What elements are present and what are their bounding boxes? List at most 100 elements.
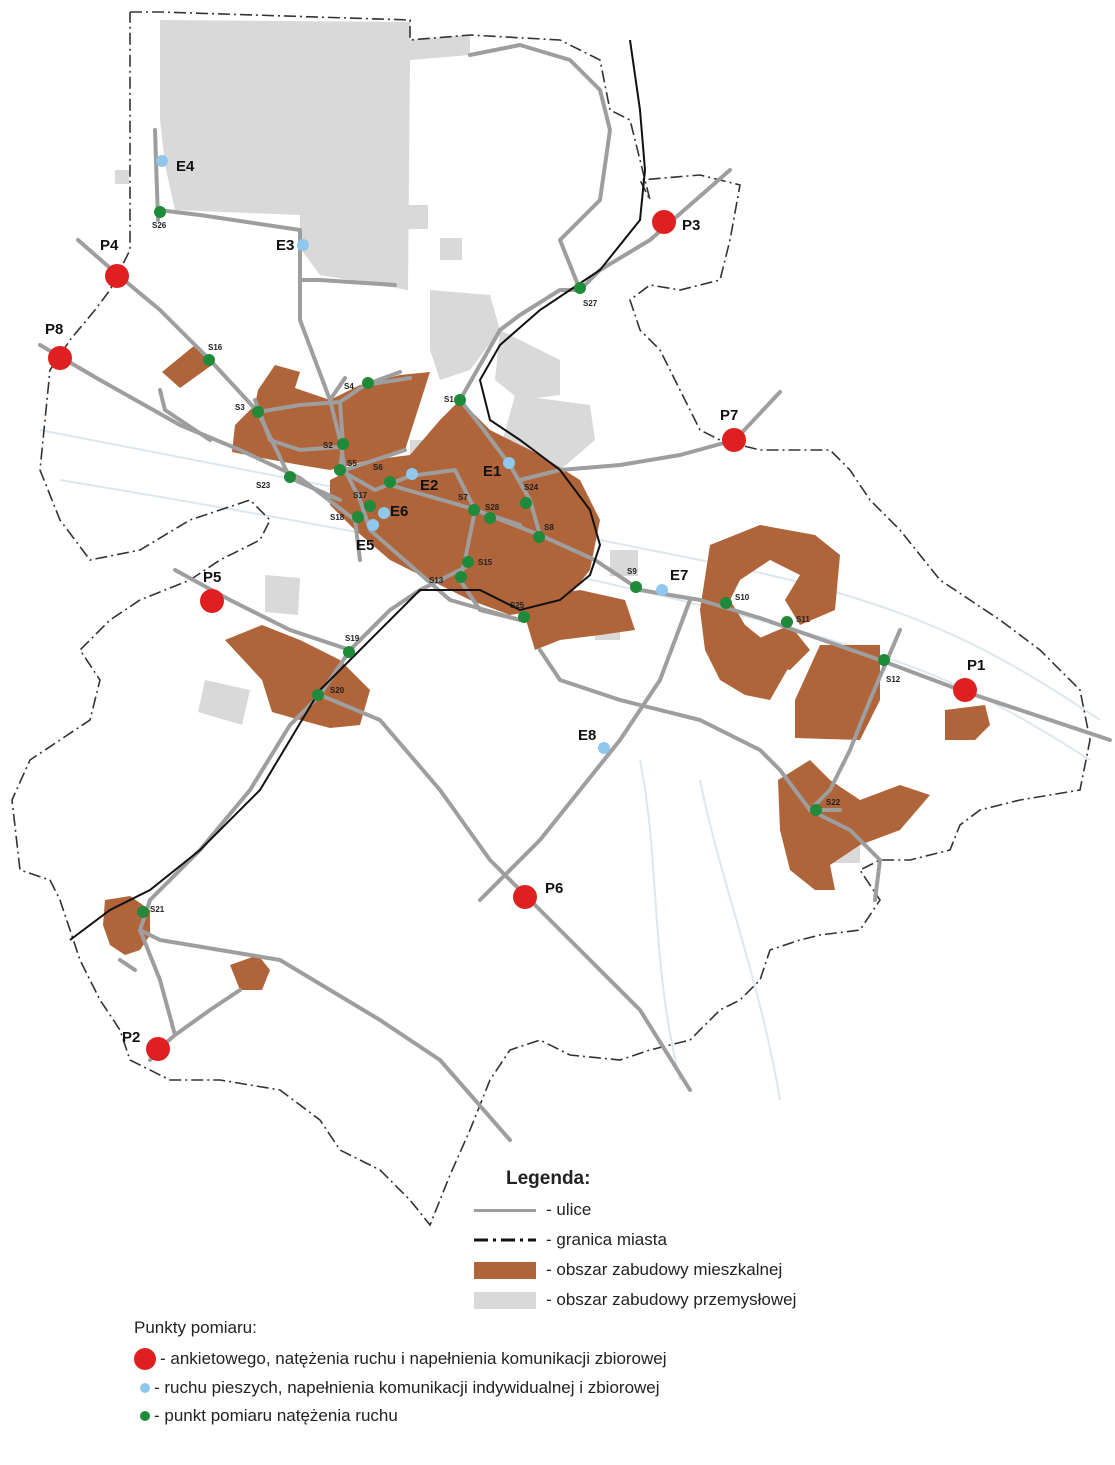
measurement-item-pedestrian: - ruchu pieszych, napełnienia komunikacj… [134, 1378, 660, 1398]
traffic-point-s18[interactable] [352, 511, 364, 523]
legend-item-boundary: - granica miasta [472, 1228, 667, 1252]
survey-point-p1[interactable] [953, 678, 977, 702]
svg-text:E5: E5 [356, 537, 374, 554]
measurement-label-pedestrian: - ruchu pieszych, napełnienia komunikacj… [154, 1378, 660, 1397]
pedestrian-point-e4[interactable] [156, 155, 168, 167]
railway [69, 39, 647, 941]
city-boundary [11, 11, 1091, 1227]
svg-text:S3: S3 [235, 403, 245, 412]
traffic-points [137, 206, 890, 918]
survey-point-p2[interactable] [146, 1037, 170, 1061]
svg-text:E2: E2 [420, 477, 438, 494]
pedestrian-points [156, 155, 668, 754]
residential-areas [103, 345, 990, 990]
residential-area-symbol [472, 1259, 538, 1281]
svg-text:P1: P1 [967, 657, 985, 674]
svg-text:P2: P2 [122, 1029, 140, 1046]
measurement-item-traffic: - punkt pomiaru natężenia ruchu [134, 1406, 398, 1426]
svg-text:S5: S5 [347, 459, 357, 468]
survey-point-p8[interactable] [48, 346, 72, 370]
traffic-point-s4[interactable] [362, 377, 374, 389]
pedestrian-point-e7[interactable] [656, 584, 668, 596]
industrial-areas [115, 20, 860, 863]
pedestrian-point-e6[interactable] [378, 507, 390, 519]
survey-point-p3[interactable] [652, 210, 676, 234]
svg-text:S20: S20 [330, 686, 345, 695]
industrial-area-symbol [472, 1289, 538, 1311]
svg-text:P6: P6 [545, 880, 563, 897]
traffic-point-s17[interactable] [364, 500, 376, 512]
traffic-point-s10[interactable] [720, 597, 732, 609]
legend-label-boundary: - granica miasta [546, 1230, 667, 1249]
svg-text:E1: E1 [483, 463, 501, 480]
pedestrian-point-e3[interactable] [297, 239, 309, 251]
blue-dot-icon [140, 1383, 150, 1393]
street-line-symbol [472, 1199, 538, 1221]
survey-point-p5[interactable] [200, 589, 224, 613]
svg-text:E4: E4 [176, 158, 195, 175]
traffic-point-s8[interactable] [533, 531, 545, 543]
svg-text:S7: S7 [458, 493, 468, 502]
legend-label-residential: - obszar zabudowy mieszkalnej [546, 1260, 783, 1279]
svg-text:S17: S17 [353, 491, 368, 500]
svg-text:P7: P7 [720, 407, 738, 424]
green-dot-icon [140, 1411, 150, 1421]
pedestrian-point-e1[interactable] [503, 457, 515, 469]
traffic-point-s23[interactable] [284, 471, 296, 483]
legend-item-residential: - obszar zabudowy mieszkalnej [472, 1258, 782, 1282]
svg-text:S13: S13 [429, 576, 444, 585]
traffic-point-s6[interactable] [384, 476, 396, 488]
traffic-point-s1[interactable] [454, 394, 466, 406]
red-dot-icon [134, 1348, 156, 1370]
survey-point-p7[interactable] [722, 428, 746, 452]
survey-points [48, 210, 977, 1061]
svg-text:S11: S11 [796, 615, 810, 624]
svg-text:P5: P5 [203, 569, 221, 586]
svg-text:P4: P4 [100, 237, 119, 254]
traffic-point-s27[interactable] [574, 282, 586, 294]
svg-text:S25: S25 [510, 601, 525, 610]
measurement-label-survey: - ankietowego, natężenia ruchu i napełni… [160, 1349, 667, 1368]
svg-text:P8: P8 [45, 321, 63, 338]
traffic-point-s3[interactable] [252, 406, 264, 418]
legend-item-industrial: - obszar zabudowy przemysłowej [472, 1288, 796, 1312]
traffic-point-s24[interactable] [520, 497, 532, 509]
traffic-point-s26[interactable] [154, 206, 166, 218]
svg-text:E6: E6 [390, 503, 408, 520]
traffic-point-s21[interactable] [137, 906, 149, 918]
traffic-point-s20[interactable] [312, 689, 324, 701]
traffic-point-s5[interactable] [334, 464, 346, 476]
traffic-point-s9[interactable] [630, 581, 642, 593]
pedestrian-point-e8[interactable] [598, 742, 610, 754]
svg-text:E3: E3 [276, 237, 294, 254]
traffic-point-s16[interactable] [203, 354, 215, 366]
svg-text:S19: S19 [345, 634, 360, 643]
svg-text:E7: E7 [670, 567, 688, 584]
traffic-point-s13[interactable] [455, 571, 467, 583]
pedestrian-point-e5[interactable] [367, 519, 379, 531]
traffic-point-s7[interactable] [468, 504, 480, 516]
city-boundary-symbol [472, 1229, 538, 1251]
svg-text:S15: S15 [478, 558, 493, 567]
legend-label-streets: - ulice [546, 1200, 592, 1219]
traffic-point-s28[interactable] [484, 512, 496, 524]
pedestrian-point-e2[interactable] [406, 468, 418, 480]
svg-text:S8: S8 [544, 523, 554, 532]
svg-text:S23: S23 [256, 481, 271, 490]
traffic-point-s2[interactable] [337, 438, 349, 450]
legend-item-streets: - ulice [472, 1198, 591, 1222]
traffic-point-s22[interactable] [810, 804, 822, 816]
svg-text:S18: S18 [330, 513, 345, 522]
survey-point-p4[interactable] [105, 264, 129, 288]
traffic-point-s12[interactable] [878, 654, 890, 666]
legend-label-industrial: - obszar zabudowy przemysłowej [546, 1290, 797, 1309]
survey-point-p6[interactable] [513, 885, 537, 909]
traffic-point-s25[interactable] [518, 611, 530, 623]
traffic-point-s11[interactable] [781, 616, 793, 628]
svg-text:S26: S26 [152, 221, 167, 230]
svg-text:E8: E8 [578, 727, 596, 744]
traffic-point-s15[interactable] [462, 556, 474, 568]
svg-text:S12: S12 [886, 675, 901, 684]
traffic-point-s19[interactable] [343, 646, 355, 658]
